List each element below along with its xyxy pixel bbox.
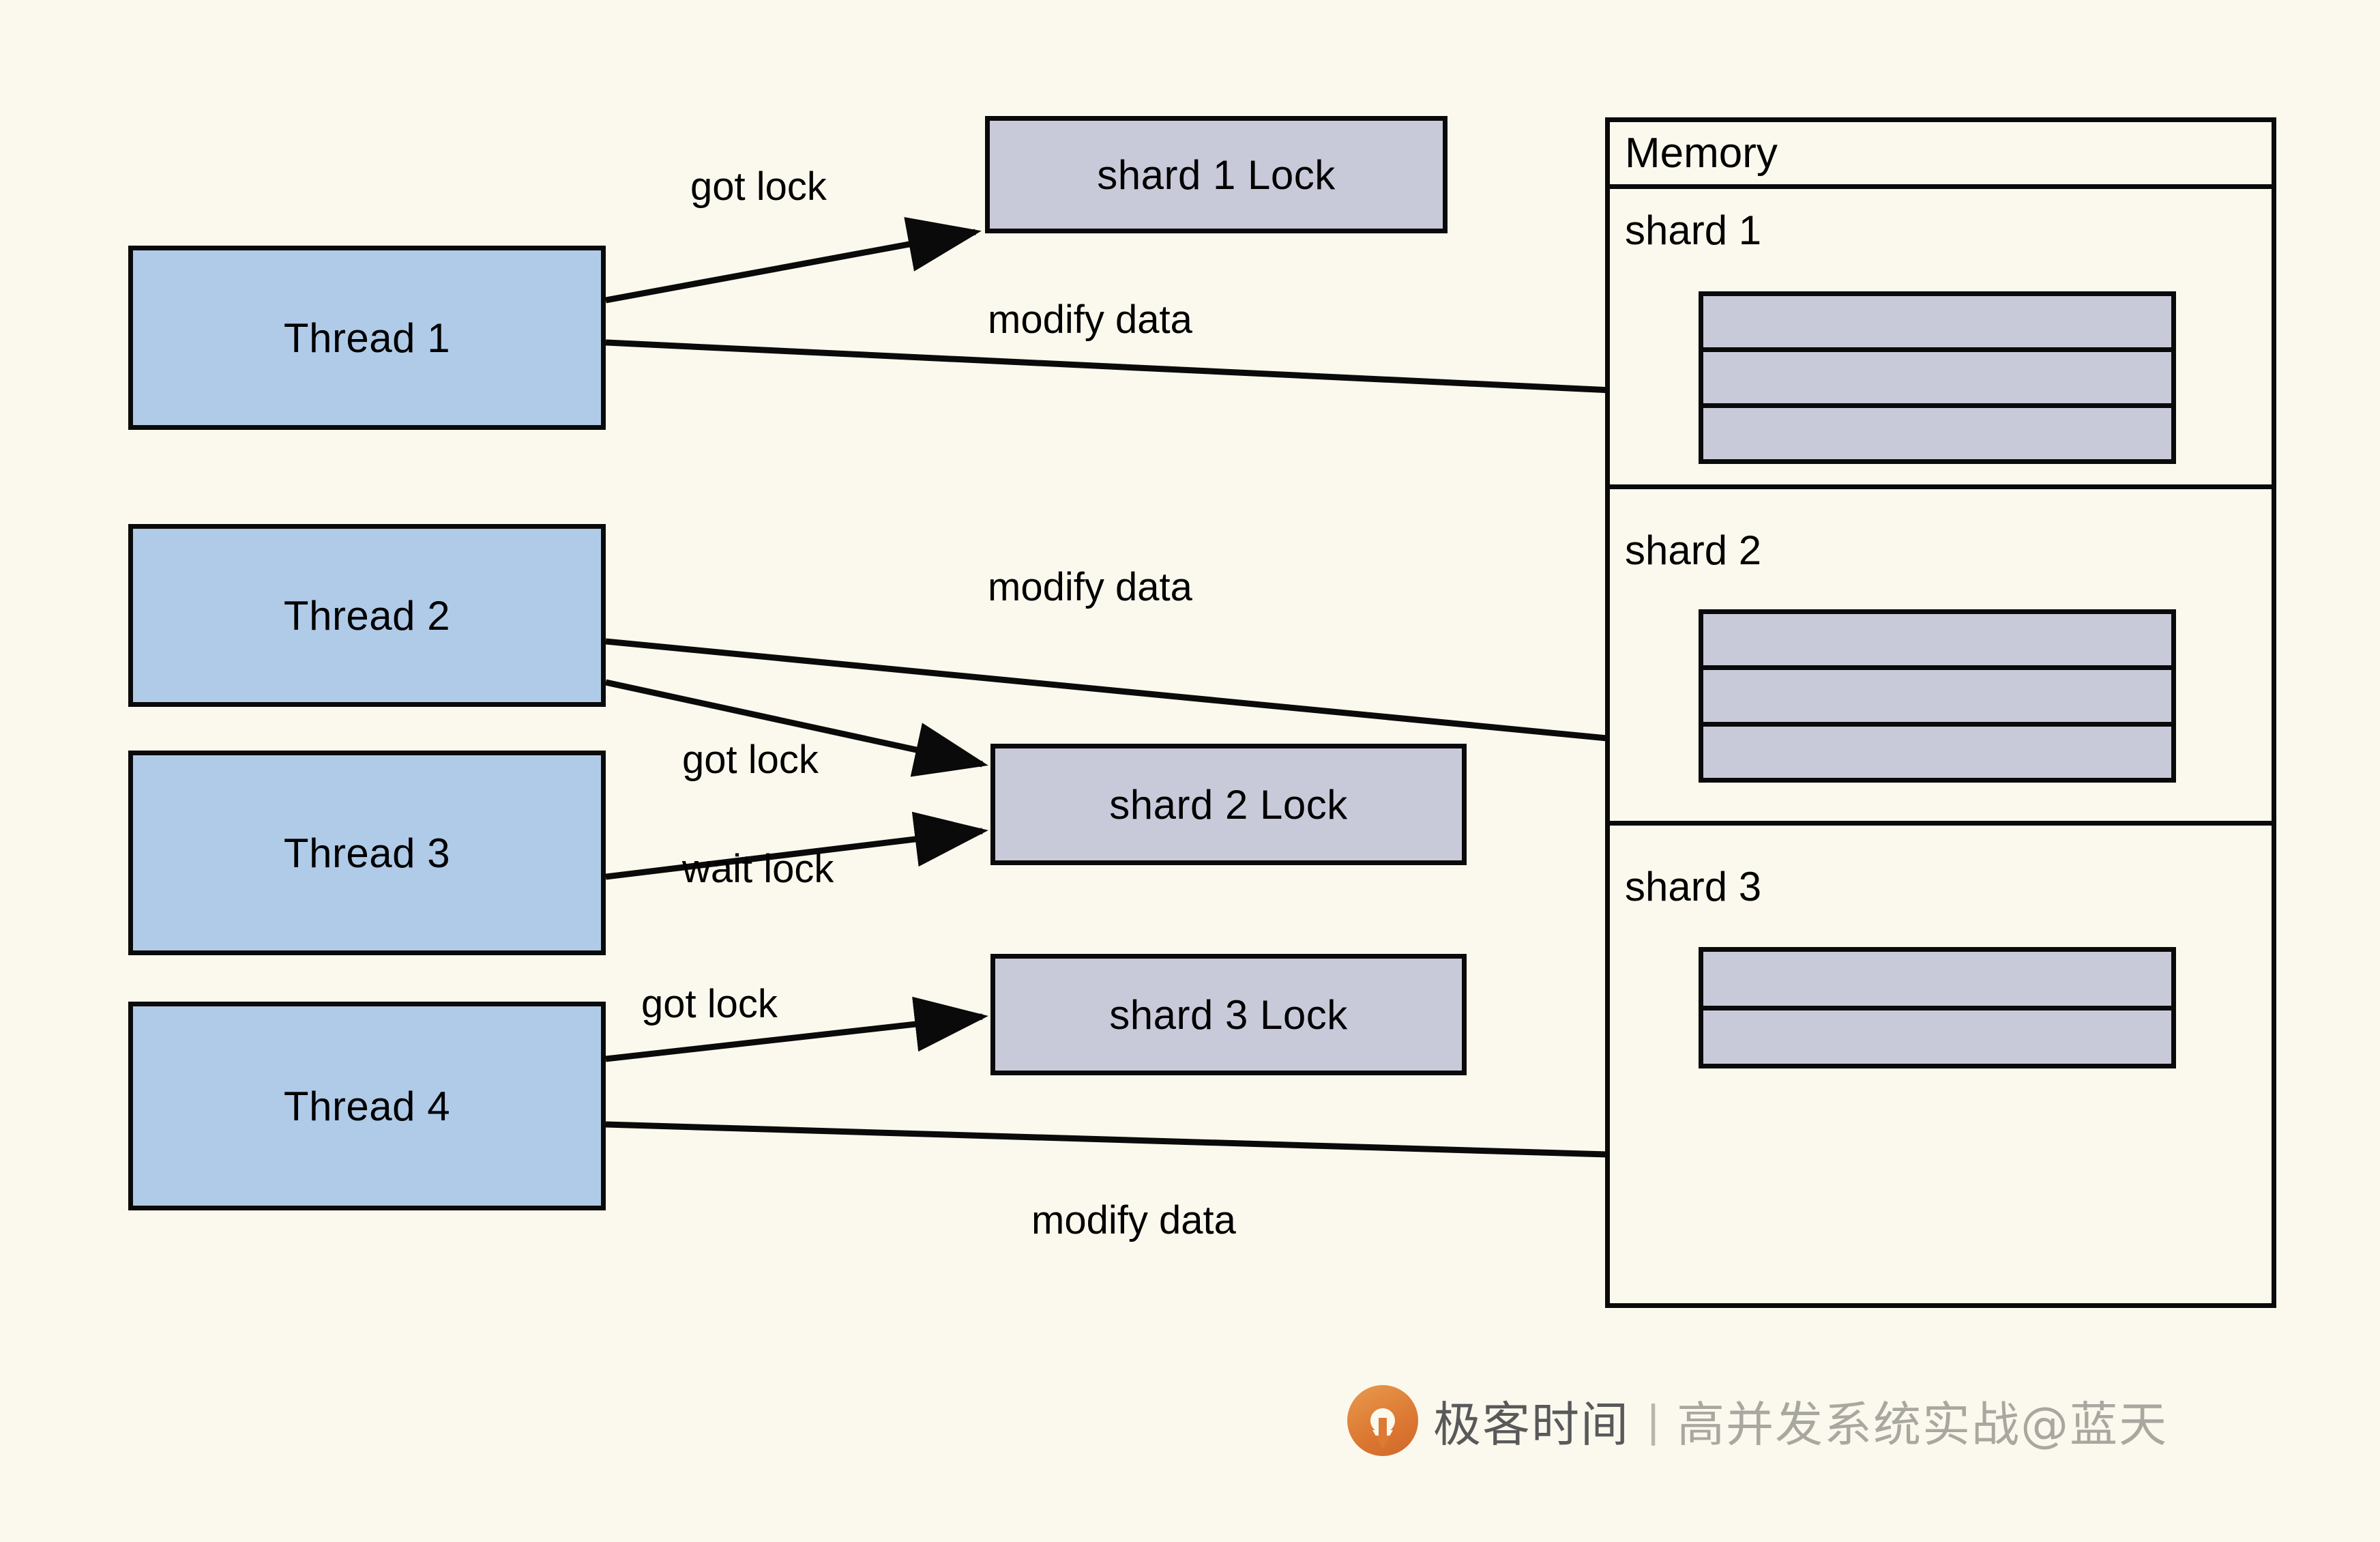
shard-2-cell-2 (1703, 665, 2171, 722)
shard-3-cell-2 (1703, 1005, 2171, 1064)
shard-1-cell-1 (1703, 296, 2171, 347)
thread-label: Thread 1 (283, 315, 451, 361)
edge-thread2-to-shard2 (605, 638, 1705, 768)
memory-panel: Memory shard 1 shard 2 shard 3 (1605, 117, 2276, 1308)
memory-header: Memory (1610, 122, 2272, 189)
footer-course-text: 高并发系统实战@蓝天 (1677, 1396, 2169, 1453)
edge-label-thread3-wait-lock: wait lock (682, 847, 834, 891)
thread-box-1[interactable]: Thread 1 (128, 246, 606, 430)
lock-box-shard-3[interactable]: shard 3 Lock (990, 954, 1467, 1075)
memory-shard-section-3: shard 3 (1610, 826, 2272, 1303)
shard-label: shard 2 (1625, 527, 1762, 573)
footer-watermark: 极客时间 | 高并发系统实战@蓝天 (1347, 1380, 2168, 1461)
edge-label-thread1-modify-data: modify data (988, 297, 1192, 342)
thread-label: Thread 4 (283, 1083, 451, 1129)
thread-box-4[interactable]: Thread 4 (128, 1002, 606, 1210)
geekbang-logo-icon (1347, 1385, 1418, 1456)
shard-3-cells (1699, 947, 2176, 1068)
lock-box-shard-2[interactable]: shard 2 Lock (990, 744, 1467, 865)
memory-shard-section-1: shard 1 (1610, 189, 2272, 489)
thread-box-3[interactable]: Thread 3 (128, 751, 606, 955)
lock-box-shard-1[interactable]: shard 1 Lock (985, 116, 1448, 233)
edge-thread4-to-shard3 (605, 1121, 1699, 1161)
footer-separator: | (1647, 1395, 1660, 1446)
shard-label: shard 1 (1625, 207, 1762, 253)
footer-brand-text: 极客时间 (1433, 1396, 1630, 1453)
shard-2-cell-1 (1703, 614, 2171, 666)
edge-label-thread2-got-lock: got lock (682, 738, 819, 782)
edge-label-thread4-modify-data: modify data (1031, 1198, 1236, 1242)
edge-label-thread2-modify-data: modify data (988, 565, 1192, 609)
logo-glyph-icon (1370, 1408, 1395, 1448)
lock-label: shard 2 Lock (1109, 781, 1348, 828)
edge-thread1-to-shard1 (605, 339, 1705, 419)
thread-label: Thread 2 (283, 592, 451, 639)
lock-label: shard 3 Lock (1109, 991, 1348, 1038)
edge-thread1-to-lock1 (605, 217, 982, 304)
shard-label: shard 3 (1625, 864, 1762, 910)
memory-title: Memory (1625, 130, 1778, 177)
shard-1-cell-3 (1703, 403, 2171, 459)
shard-2-cell-3 (1703, 721, 2171, 778)
shard-3-cell-1 (1703, 952, 2171, 1006)
shard-1-cell-2 (1703, 347, 2171, 403)
memory-shard-section-2: shard 2 (1610, 489, 2272, 826)
edge-label-thread1-got-lock: got lock (690, 164, 827, 209)
lock-label: shard 1 Lock (1097, 151, 1336, 198)
thread-box-2[interactable]: Thread 2 (128, 524, 606, 707)
shard-2-cells (1699, 609, 2176, 783)
edge-label-thread4-got-lock: got lock (641, 982, 778, 1026)
thread-label: Thread 3 (283, 830, 451, 876)
shard-1-cells (1699, 291, 2176, 464)
